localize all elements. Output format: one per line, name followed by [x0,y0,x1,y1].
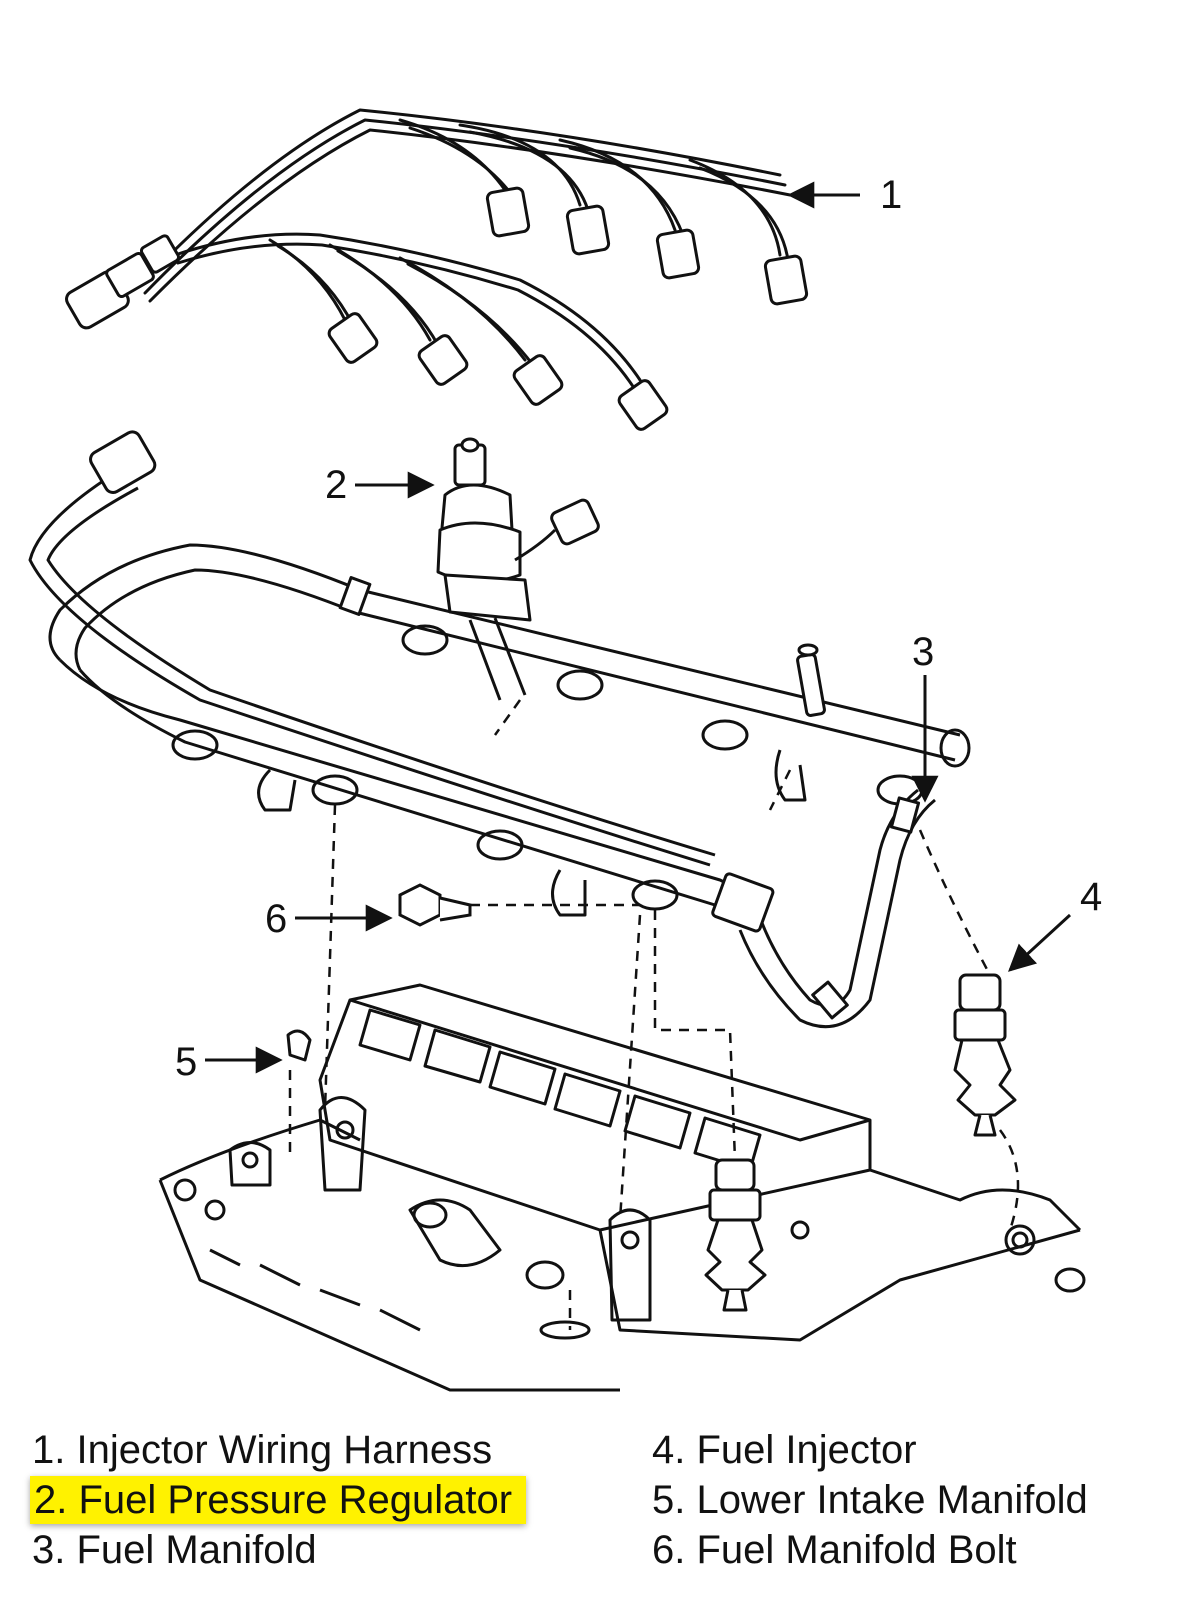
fuel-injector-right [953,973,1017,1137]
legend-item-4: 4. Fuel Injector [652,1428,917,1472]
fuel-injectors [704,973,1017,1312]
parts-legend: 1. Injector Wiring Harness 2. Fuel Press… [0,1420,1200,1590]
fuel-manifold [28,430,971,1029]
legend-item-5: 5. Lower Intake Manifold [652,1478,1088,1522]
harness-connectors [65,186,809,431]
callout-4: 4 [1080,875,1102,919]
fuel-injector-center [704,1158,767,1312]
alignment-lines [288,699,1020,1330]
legend-item-3: 3. Fuel Manifold [32,1528,317,1572]
callout-2: 2 [325,463,347,507]
legend-item-6: 6. Fuel Manifold Bolt [652,1528,1017,1572]
legend-item-1: 1. Injector Wiring Harness [32,1428,493,1472]
lower-intake-manifold [158,983,1086,1392]
exploded-diagram: 1 2 3 4 5 6 [28,108,1102,1392]
callout-arrows [205,181,1072,1074]
fuel-pressure-regulator [436,437,600,701]
callout-1: 1 [880,173,902,217]
callout-5: 5 [175,1040,197,1084]
legend-item-2-highlighted: 2. Fuel Pressure Regulator [30,1476,527,1524]
callout-6: 6 [265,897,287,941]
fuel-manifold-bolt [398,883,472,927]
injector-wiring-harness [138,108,792,390]
callout-3: 3 [912,630,934,674]
